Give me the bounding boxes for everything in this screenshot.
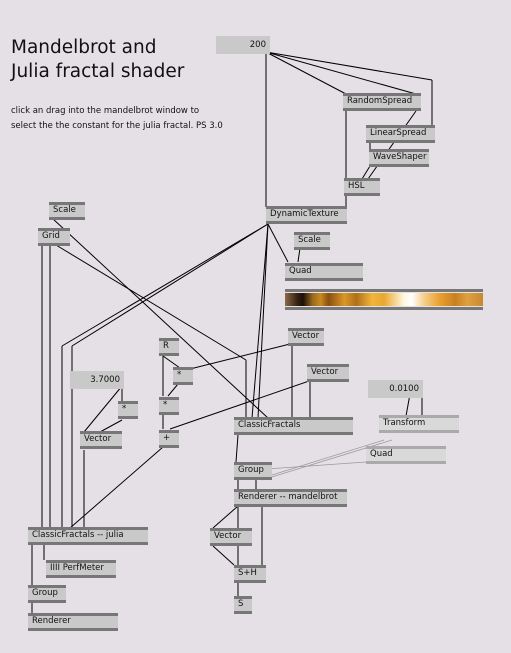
wire <box>265 51 433 81</box>
wire <box>212 505 239 529</box>
wire <box>297 247 301 263</box>
node-linear-spread[interactable]: LinearSpread <box>366 125 435 143</box>
io-box-3-7[interactable]: 3.7000 <box>70 371 124 389</box>
node-label: * <box>163 400 168 410</box>
node-label: Vector <box>214 531 242 541</box>
node-s[interactable]: S <box>234 596 252 614</box>
node-label: S <box>238 599 244 609</box>
node-hsl[interactable]: HSL <box>344 178 380 196</box>
node-renderer[interactable]: Renderer <box>28 613 118 631</box>
node-vector-a[interactable]: Vector <box>288 328 324 346</box>
node-label: + <box>163 433 171 443</box>
node-label: Quad <box>289 266 312 276</box>
wire <box>212 545 235 566</box>
node-group-bottom[interactable]: Group <box>28 585 66 603</box>
node-label: Scale <box>53 205 76 215</box>
node-label: Renderer <box>32 616 71 626</box>
patch-title: Mandelbrot and Julia fractal shader <box>11 36 184 84</box>
wire <box>167 383 179 397</box>
wire <box>367 110 417 180</box>
wire <box>235 434 239 463</box>
gradient-preview <box>285 289 483 310</box>
wire <box>99 419 123 433</box>
node-vector-b[interactable]: Vector <box>307 364 349 382</box>
wire <box>257 223 269 419</box>
node-label: Quad <box>370 449 393 459</box>
wire <box>69 446 164 529</box>
wire <box>61 223 269 347</box>
node-grid[interactable]: Grid <box>38 228 70 246</box>
node-quad-right[interactable]: Quad <box>366 446 446 464</box>
node-label: WaveShaper <box>373 152 427 162</box>
node-label: Vector <box>311 367 339 377</box>
wire <box>83 385 123 433</box>
node-label: LinearSpread <box>370 128 427 138</box>
node-perfmeter[interactable]: IIII PerfMeter <box>46 560 116 578</box>
wire <box>51 217 269 419</box>
node-plus[interactable]: + <box>159 430 179 448</box>
description-line-2: select the the constant for the julia fr… <box>11 121 223 131</box>
node-scale-mid[interactable]: Scale <box>294 232 330 250</box>
node-label: IIII PerfMeter <box>50 563 104 573</box>
node-label: Vector <box>84 434 112 444</box>
node-label: RandomSpread <box>347 96 413 106</box>
wire <box>267 223 289 263</box>
node-label: S+H <box>238 568 257 578</box>
node-label: Vector <box>292 331 320 341</box>
node-classic-fractals[interactable]: ClassicFractals <box>234 417 353 435</box>
title-line-1: Mandelbrot and <box>11 37 157 58</box>
node-multiply-b[interactable]: * <box>159 397 179 415</box>
wire <box>169 379 313 430</box>
node-renderer-mandelbrot[interactable]: Renderer -- mandelbrot <box>234 489 347 507</box>
node-label: * <box>177 370 182 380</box>
node-dynamic-texture[interactable]: DynamicTexture <box>266 206 347 224</box>
wire <box>55 244 247 361</box>
wire <box>177 343 291 373</box>
node-label: Renderer -- mandelbrot <box>238 492 338 502</box>
node-label: ClassicFractals -- julia <box>32 530 124 540</box>
node-label: Grid <box>42 231 60 241</box>
node-vector-c[interactable]: Vector <box>80 431 122 449</box>
node-label: Transform <box>383 418 426 428</box>
node-random-spread[interactable]: RandomSpread <box>343 93 421 111</box>
node-vector-d[interactable]: Vector <box>210 528 252 546</box>
node-label: R <box>163 341 169 351</box>
wire <box>265 51 417 95</box>
node-label: HSL <box>348 181 365 191</box>
wire <box>71 223 269 347</box>
node-group-mid[interactable]: Group <box>234 462 272 480</box>
node-multiply-c[interactable]: * <box>118 401 138 419</box>
wire <box>255 439 385 481</box>
io-box-0-01[interactable]: 0.0100 <box>368 380 423 398</box>
node-multiply-a[interactable]: * <box>173 367 193 385</box>
patch-description: click an drag into the mandelbrot window… <box>11 104 223 134</box>
node-label: DynamicTexture <box>270 209 339 219</box>
node-scale-top[interactable]: Scale <box>49 202 85 220</box>
node-label: * <box>122 404 127 414</box>
wire <box>251 223 269 419</box>
description-line-1: click an drag into the mandelbrot window… <box>11 106 200 116</box>
wire <box>162 355 181 369</box>
node-wave-shaper[interactable]: WaveShaper <box>369 149 429 167</box>
io-box-200[interactable]: 200 <box>216 36 270 54</box>
title-line-2: Julia fractal shader <box>11 61 185 82</box>
node-label: ClassicFractals <box>238 420 301 430</box>
node-transform[interactable]: Transform <box>379 415 459 433</box>
node-label: Scale <box>298 235 321 245</box>
wire <box>361 165 371 180</box>
node-label: Group <box>32 588 58 598</box>
node-classic-fractals-julia[interactable]: ClassicFractals -- julia <box>28 527 148 545</box>
node-r[interactable]: R <box>159 338 179 356</box>
node-quad-preview[interactable]: Quad <box>285 263 363 281</box>
node-sample-hold[interactable]: S+H <box>234 565 266 583</box>
wire <box>265 51 347 95</box>
node-label: Group <box>238 465 264 475</box>
